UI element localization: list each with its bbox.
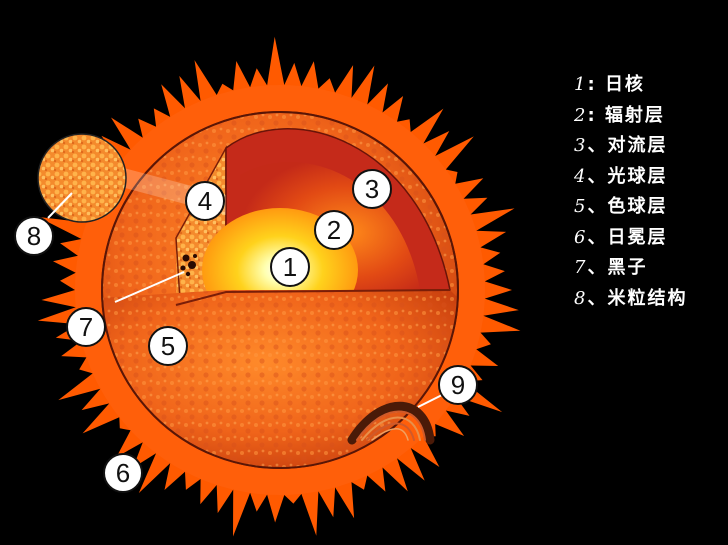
callout-9: 9 <box>438 365 478 405</box>
legend-item-radiative-zone: 2: 辐射层 <box>574 104 665 126</box>
callout-number: 7 <box>79 312 93 342</box>
callout-1: 1 <box>270 247 310 287</box>
callout-number: 5 <box>161 331 175 361</box>
callout-7: 7 <box>66 307 106 347</box>
callout-circle <box>352 169 392 209</box>
legend-item-corona: 6、日冕层 <box>574 226 668 248</box>
callout-number: 4 <box>198 186 212 216</box>
callout-number: 9 <box>451 370 465 400</box>
callout-5: 5 <box>148 326 188 366</box>
legend-item-convection-zone: 3、对流层 <box>574 135 668 156</box>
sunspot <box>180 254 197 277</box>
callout-number: 1 <box>283 252 297 282</box>
legend-item-chromosphere: 5、色球层 <box>574 196 668 217</box>
callout-8: 8 <box>14 216 54 256</box>
callout-4: 4 <box>185 181 225 221</box>
callout-circle <box>148 326 188 366</box>
callout-2: 2 <box>314 210 354 250</box>
prominence-loop <box>347 401 435 445</box>
callout-number: 6 <box>116 458 130 488</box>
callout-3: 3 <box>352 169 392 209</box>
callout-circle <box>14 216 54 256</box>
callout-number: 8 <box>27 221 41 251</box>
legend: 1: 日核 2: 辐射层 3、对流层 4、光球层 5、色球层 6、日冕层 7、黑… <box>574 70 687 314</box>
callout-circle <box>314 210 354 250</box>
callout-circle <box>103 453 143 493</box>
callout-number: 3 <box>365 174 379 204</box>
legend-item-photosphere: 4、光球层 <box>574 165 668 187</box>
callout-labels: 123 4 5 6 7 8 9 <box>14 169 478 493</box>
legend-item-sunspot: 7、黑子 <box>574 257 648 278</box>
callout-circle <box>185 181 225 221</box>
legend-item-granulation: 8、米粒结构 <box>574 287 688 309</box>
callout-circle <box>66 307 106 347</box>
callout-number: 2 <box>327 215 341 245</box>
granulation-zoom <box>37 133 127 223</box>
callout-circle <box>438 365 478 405</box>
callout-circle <box>270 247 310 287</box>
legend-item-core: 1: 日核 <box>574 74 645 95</box>
callout-6: 6 <box>103 453 143 493</box>
